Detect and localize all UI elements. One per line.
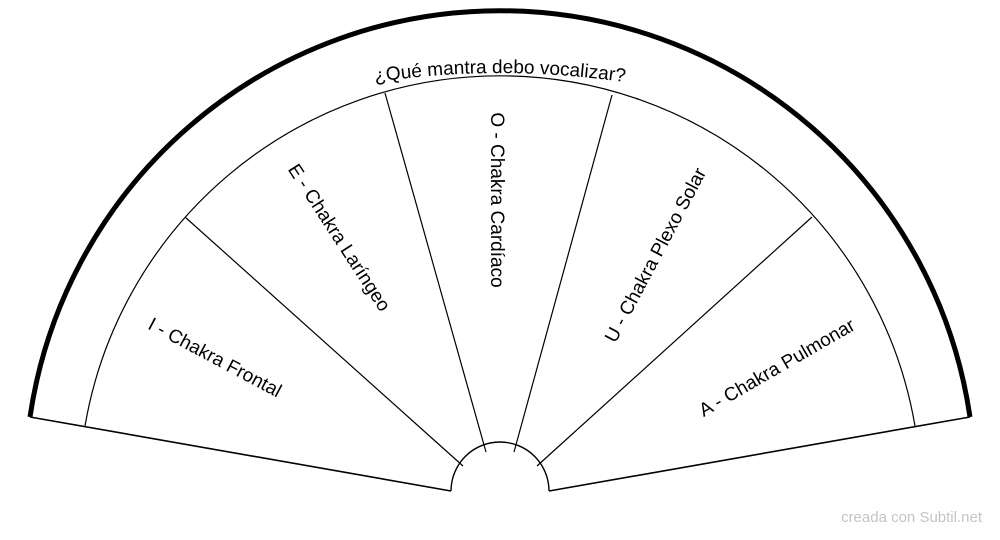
spoke-3 [513,94,613,453]
sector-label-cardiaco: O - Chakra Cardíaco [486,112,507,287]
spoke-2 [384,92,487,453]
spoke-4 [536,216,813,467]
outer-arc [27,8,973,418]
center-arc [450,441,550,492]
sector-label-plexo-solar: U - Chakra Plexo Solar [601,164,711,346]
left-baseline [29,416,452,492]
sector-label-laringeo: E - Chakra Laríngeo [283,161,394,316]
footer-credit: creada con Subtil.net [841,509,982,526]
sector-label-frontal: I - Chakra Frontal [144,314,284,402]
sector-label-pulmonar: A - Chakra Pulmonar [696,315,860,422]
inner-arc [84,75,916,427]
right-baseline [548,416,971,492]
spoke-1 [184,216,464,467]
chart-title: ¿Qué mantra debo vocalizar? [373,57,627,87]
